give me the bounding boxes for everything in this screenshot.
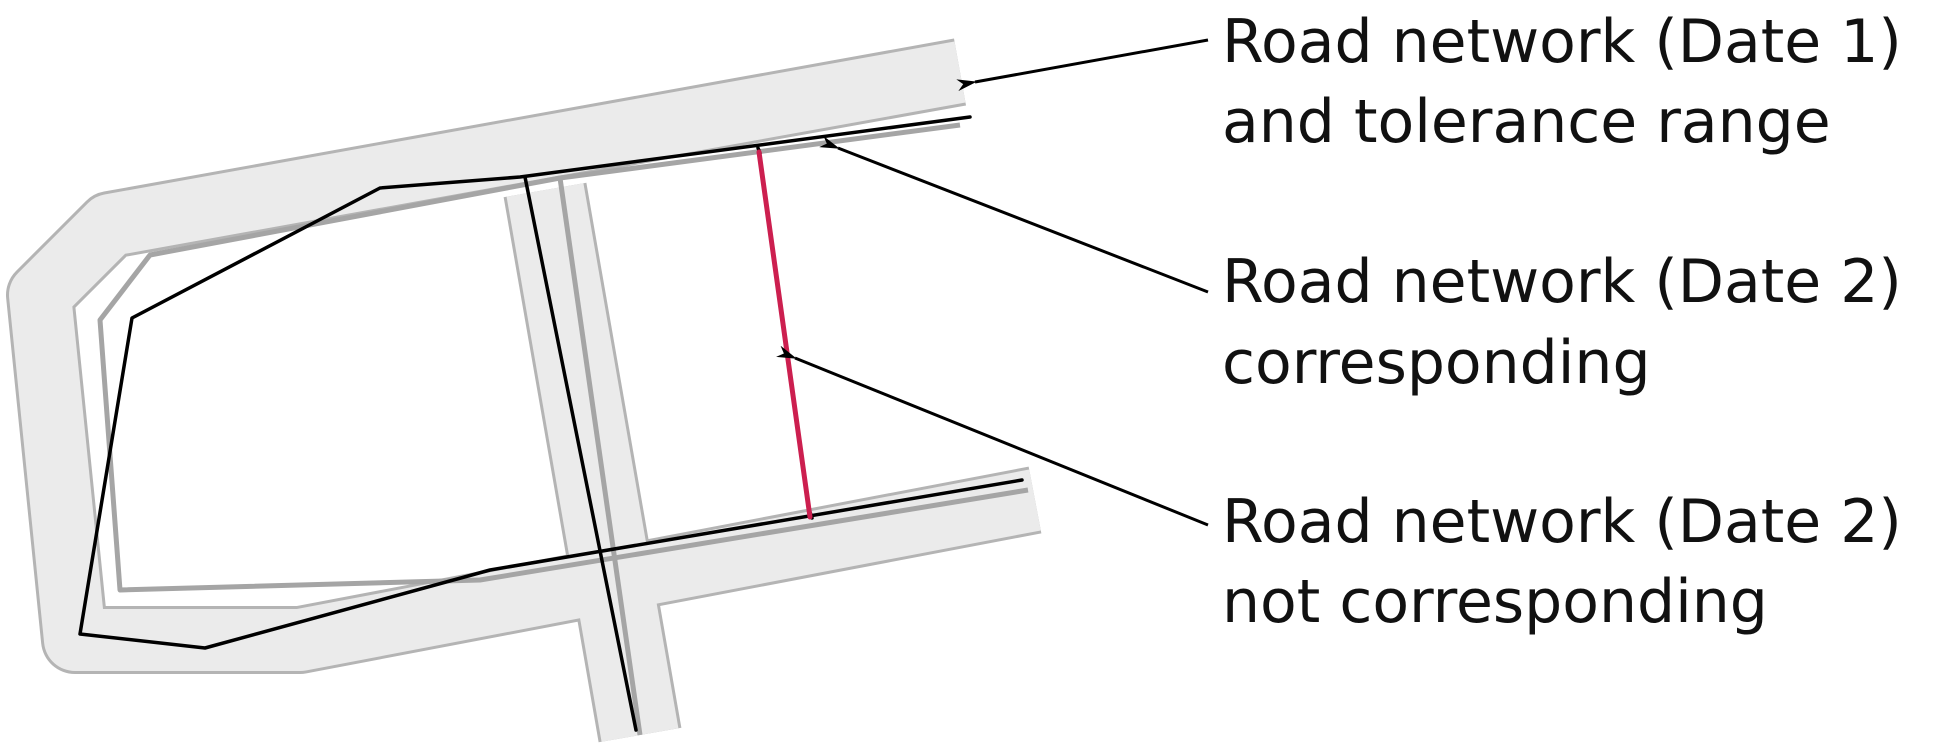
tolerance-range	[6, 38, 1042, 743]
legend-date2-corresponding-line1: Road network (Date 2)	[1222, 247, 1902, 317]
legend-date2-not-corresponding-line2: not corresponding	[1222, 567, 1768, 637]
legend-date1-line2: and tolerance range	[1222, 87, 1831, 157]
date1-road-centerlines	[97, 122, 1029, 736]
legend-date1-line1: Road network (Date 1)	[1222, 7, 1902, 77]
arrow-date1	[956, 38, 1209, 92]
legend-date2-corresponding-line2: corresponding	[1222, 328, 1651, 398]
legend-arrows	[776, 38, 1209, 527]
legend-date2-not-corresponding-line1: Road network (Date 2)	[1222, 487, 1902, 557]
legend: Road network (Date 1) and tolerance rang…	[1222, 7, 1902, 637]
arrow-date2-not-corresponding	[776, 345, 1209, 527]
date2-not-corresponding-road	[756, 149, 813, 520]
arrow-date2-corresponding	[819, 135, 1209, 294]
tolerance-outline	[6, 38, 1042, 743]
